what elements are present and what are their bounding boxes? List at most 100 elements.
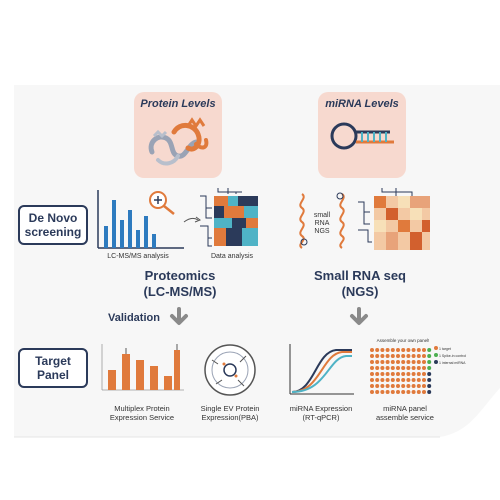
small-rna-ngs-label: small RNA NGS (306, 212, 338, 236)
de-novo-line1: De Novo (28, 211, 78, 225)
panel-dot (375, 384, 380, 388)
mirna-panel-line1: miRNA panel (383, 404, 427, 413)
panel-dot (375, 390, 380, 394)
panel-dot (406, 372, 411, 376)
panel-dot (385, 366, 390, 370)
panel-dot (416, 390, 421, 394)
panel-dot (427, 348, 432, 352)
panel-dot (416, 354, 421, 358)
mirna-panel-dot-grid (370, 348, 432, 394)
panel-dot (406, 378, 411, 382)
panel-dot (401, 354, 406, 358)
panel-dot (396, 372, 400, 376)
panel-dot (385, 384, 390, 388)
protein-levels-title: Protein Levels (140, 98, 216, 110)
panel-dot (401, 390, 406, 394)
panel-dot (370, 366, 374, 370)
panel-dot (401, 378, 406, 382)
mirna-panel-caption: miRNA panel assemble service (360, 404, 450, 422)
panel-dot (370, 348, 374, 352)
legend-target-label: 1 target (439, 347, 451, 351)
panel-dot (422, 366, 426, 370)
panel-dot (411, 354, 416, 358)
arrow-right-icon (183, 216, 202, 223)
panel-dot (406, 366, 411, 370)
panel-dot (427, 360, 432, 364)
panel-dot (427, 354, 432, 358)
protein-levels-card: Protein Levels (134, 92, 222, 178)
panel-dot (427, 378, 432, 382)
small-rna-line3: NGS (314, 228, 330, 235)
panel-dot (390, 366, 395, 370)
mirna-levels-card: miRNA Levels (318, 92, 406, 178)
single-ev-line1: Single EV Protein (200, 404, 260, 413)
panel-dot (416, 384, 421, 388)
down-arrow-right-icon (350, 307, 368, 325)
mirna-expression-caption: miRNA Expression (RT-qPCR) (276, 404, 366, 422)
panel-dot (406, 354, 411, 358)
panel-dot (396, 354, 400, 358)
panel-dot (380, 378, 385, 382)
panel-dot (416, 372, 421, 376)
small-rna-line2: RNA (314, 220, 330, 227)
single-ev-icon (204, 344, 256, 396)
proteomics-line2: (LC-MS/MS) (143, 284, 217, 299)
panel-dot (370, 372, 374, 376)
data-analysis-caption: Data analysis (210, 253, 254, 260)
multiplex-line1: Multiplex Protein (114, 404, 170, 413)
panel-dot (375, 354, 380, 358)
de-novo-line2: screening (24, 225, 82, 239)
panel-header-text: Assemble your own panel! (376, 338, 430, 343)
rt-qpcr-curves (289, 344, 354, 395)
panel-dot (370, 378, 374, 382)
legend-internal-label: 1 internal miRNA (439, 361, 466, 365)
panel-dot (390, 348, 395, 352)
panel-dot (385, 390, 390, 394)
small-rna-seq-line1: Small RNA seq (314, 268, 406, 283)
panel-dot (396, 378, 400, 382)
panel-dot (396, 348, 400, 352)
panel-dot (401, 384, 406, 388)
panel-dot (370, 354, 374, 358)
panel-dot (422, 378, 426, 382)
panel-dot (380, 390, 385, 394)
panel-dot (406, 384, 411, 388)
panel-dot (422, 390, 426, 394)
multiplex-line2: Expression Service (109, 413, 175, 422)
panel-dot (375, 372, 380, 376)
single-ev-caption: Single EV Protein Expression(PBA) (184, 404, 276, 422)
proteomics-line1: Proteomics (144, 268, 216, 283)
mirna-heatmap (358, 188, 430, 250)
target-panel-box: Target Panel (18, 348, 88, 388)
panel-dot (390, 360, 395, 364)
panel-dot (380, 384, 385, 388)
panel-dot (422, 354, 426, 358)
panel-dot (411, 378, 416, 382)
panel-dot (375, 378, 380, 382)
legend-item-internal: 1 internal miRNA (434, 360, 476, 367)
panel-dot (422, 384, 426, 388)
panel-dot (390, 384, 395, 388)
de-novo-screening-box: De Novo screening (18, 205, 88, 245)
panel-dot (396, 360, 400, 364)
panel-dot (411, 366, 416, 370)
panel-dot (411, 372, 416, 376)
mirna-levels-title: miRNA Levels (325, 98, 399, 110)
panel-dot (411, 390, 416, 394)
panel-dot (427, 384, 432, 388)
panel-dot (385, 378, 390, 382)
panel-dot (385, 348, 390, 352)
panel-dot (427, 366, 432, 370)
mirna-expression-line1: miRNA Expression (289, 404, 353, 413)
panel-dot (416, 378, 421, 382)
target-panel-line1: Target (35, 354, 71, 368)
panel-dot (385, 354, 390, 358)
panel-dot (375, 348, 380, 352)
panel-dot (380, 372, 385, 376)
panel-legend: 1 target 1 Spike-in control 1 internal m… (434, 346, 476, 367)
lcms-analysis-caption: LC-MS/MS analysis (107, 253, 169, 260)
rna-strands-graphic (299, 192, 345, 249)
lcms-bar-graphic (97, 190, 184, 249)
panel-dot (375, 366, 380, 370)
panel-dot (416, 366, 421, 370)
